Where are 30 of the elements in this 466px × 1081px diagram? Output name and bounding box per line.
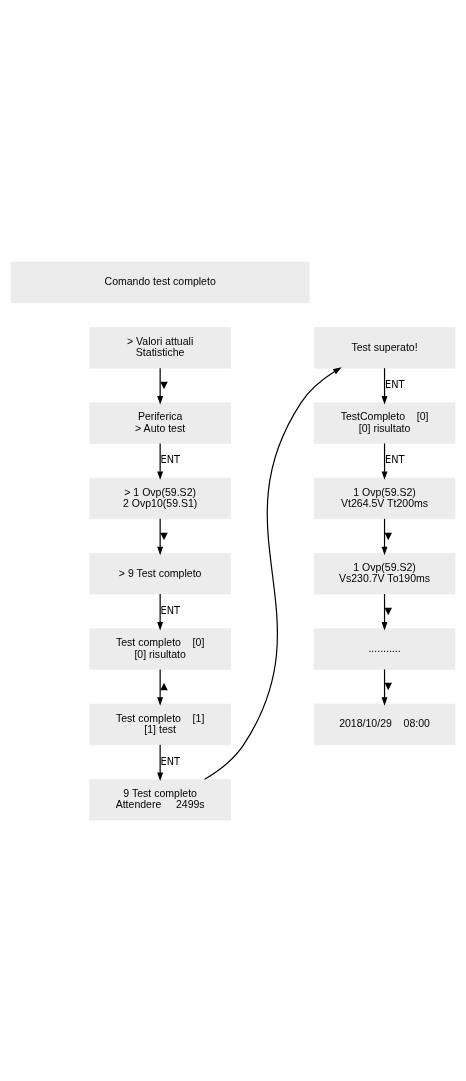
edge-label: ENT bbox=[384, 453, 405, 465]
arrow bbox=[157, 442, 164, 480]
arrow bbox=[157, 743, 164, 781]
node-box: Periferica > Auto test bbox=[89, 401, 231, 444]
arrow bbox=[381, 517, 388, 555]
arrow bbox=[381, 367, 388, 405]
edge-label: ENT bbox=[384, 378, 405, 390]
node-box: > 9 Test completo bbox=[89, 552, 231, 594]
edge-label: ENT bbox=[160, 453, 181, 465]
node-box: Test superato! bbox=[313, 326, 456, 369]
arrow bbox=[381, 593, 388, 630]
arrow bbox=[381, 442, 388, 480]
node-box: TestCompleto [0] [0] risultato bbox=[313, 401, 456, 444]
arrow bbox=[157, 593, 164, 630]
node-box: Test completo [0] [0] risultato bbox=[89, 627, 231, 670]
edge-label: ▼ bbox=[384, 604, 393, 616]
arrow bbox=[204, 366, 342, 780]
node-box: > Valori attuali Statistiche bbox=[89, 326, 231, 369]
node-box: 2018/10/29 08:00 bbox=[313, 703, 456, 745]
edge-label: ENT bbox=[160, 604, 181, 616]
node-box: 9 Test completo Attendere 2499s bbox=[89, 778, 231, 820]
edge-label: ▼ bbox=[384, 529, 393, 541]
node-box: > 1 Ovp(59.S2) 2 Ovp10(59.S1) bbox=[89, 477, 231, 519]
node-box: 1 Ovp(59.S2) Vs230.7V To190ms bbox=[313, 552, 456, 594]
edge-label: ENT bbox=[160, 755, 181, 767]
node-box: ........... bbox=[313, 627, 456, 670]
edge-label: ▼ bbox=[384, 679, 393, 691]
arrow bbox=[381, 668, 388, 706]
node-box: Test completo [1] [1] test bbox=[89, 703, 231, 745]
node-box: 1 Ovp(59.S2) Vt264.5V Tt200ms bbox=[313, 477, 456, 519]
